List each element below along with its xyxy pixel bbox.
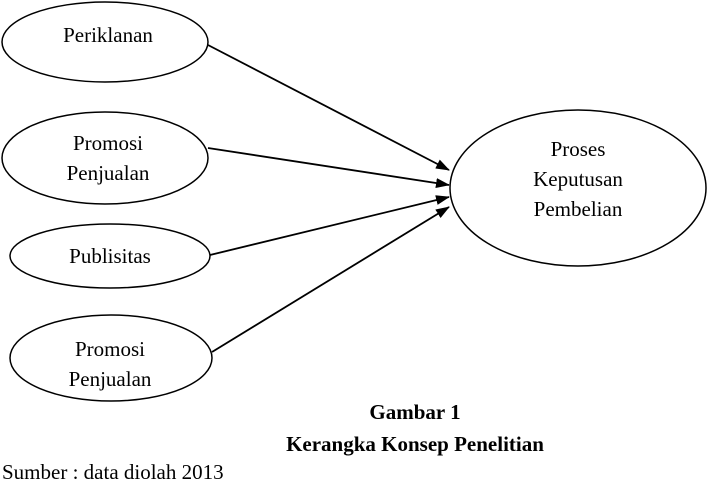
- label-promosi-2a: Promosi: [75, 337, 145, 361]
- label-keputusan-a: Proses: [551, 137, 606, 161]
- figure-source: Sumber : data diolah 2013: [2, 460, 224, 484]
- label-publisitas: Publisitas: [69, 244, 151, 268]
- label-promosi-1b: Penjualan: [67, 161, 150, 185]
- node-publisitas: [9, 223, 211, 289]
- label-promosi-2b: Penjualan: [69, 367, 152, 391]
- label-periklanan: Periklanan: [63, 23, 153, 47]
- node-promosi-penjualan-1: [1, 111, 209, 205]
- figure-number: Gambar 1: [369, 400, 461, 424]
- node-keputusan-pembelian: [449, 109, 707, 267]
- arrow-promosi-1: [207, 147, 450, 188]
- label-keputusan-b: Keputusan: [533, 167, 623, 191]
- arrow-promosi-2: [211, 206, 450, 353]
- arrow-publisitas: [209, 195, 450, 256]
- node-periklanan: [1, 1, 209, 83]
- label-keputusan-c: Pembelian: [534, 197, 623, 221]
- label-promosi-1a: Promosi: [73, 131, 143, 155]
- node-promosi-penjualan-2: [9, 314, 213, 402]
- figure-title: Kerangka Konsep Penelitian: [286, 432, 544, 456]
- arrow-periklanan: [207, 44, 450, 171]
